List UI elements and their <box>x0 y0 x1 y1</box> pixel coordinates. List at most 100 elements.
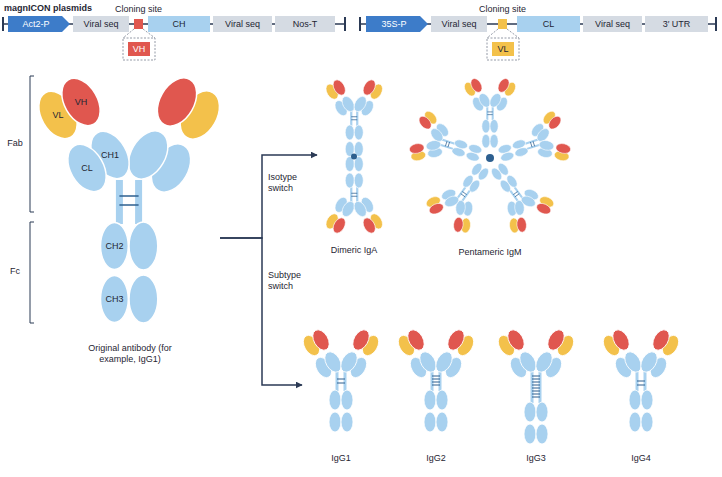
node-label: CH1 <box>101 150 119 161</box>
igg4-art-part <box>600 327 682 381</box>
caption: Original antibody (for example, IgG1) <box>78 343 182 365</box>
igg4-art-part <box>637 385 645 386</box>
antibody-group: IgG2 <box>398 322 474 464</box>
cloning-site-part <box>487 38 519 60</box>
antibody-domain: CH2 <box>100 222 129 270</box>
cloning-site-part <box>123 38 155 60</box>
igg3-art <box>495 327 577 444</box>
node-label: 3′ UTR <box>663 19 691 30</box>
antibody-domain: VH <box>64 76 98 128</box>
caption: IgG2 <box>398 453 474 464</box>
viral-sequence: Viral seq <box>583 16 642 32</box>
caption: IgG1 <box>303 453 379 464</box>
original-antibody-art-part <box>119 195 138 197</box>
antibody-domain: CH3 <box>100 275 129 323</box>
callout-label: Cloning site <box>479 4 526 15</box>
viral-sequence: Viral seq <box>431 16 487 32</box>
original-antibody-art-part <box>135 180 142 224</box>
node-label: Nos-T <box>293 19 318 30</box>
igg2-art-part <box>432 382 440 383</box>
antibody-group: IgG3 <box>498 322 574 464</box>
switch-arrow <box>220 155 317 238</box>
igg3-art-part <box>532 376 540 377</box>
igg2-art-part <box>431 370 434 391</box>
node-label: CL <box>81 163 93 174</box>
igg3-art-part <box>532 394 540 395</box>
igg3-art-part <box>531 370 534 403</box>
igg3-art-part <box>532 391 540 392</box>
viral-sequence: Viral seq <box>213 16 272 32</box>
original-antibody-art-part <box>120 124 175 186</box>
cloning-site-part <box>498 19 507 29</box>
original-antibody-art-part <box>149 71 204 133</box>
igm-pentamer-art-part <box>473 150 560 241</box>
callout-label: Cloning site <box>115 4 162 15</box>
switch-arrow <box>220 238 302 385</box>
igg3-art-part <box>532 388 540 389</box>
plasmid-backbone <box>3 17 716 31</box>
viral-sequence: Viral seq <box>73 16 129 32</box>
caption: Pentameric IgM <box>430 247 550 258</box>
node-label: Viral seq <box>595 19 630 30</box>
caption: IgG3 <box>498 453 574 464</box>
igm-pentamer-art-part <box>404 106 489 181</box>
igg1-art-part <box>329 390 353 432</box>
igg1-art-part <box>300 327 382 381</box>
caption: IgG4 <box>603 453 679 464</box>
domain-ellipse <box>60 138 114 199</box>
igg2-art <box>395 327 477 432</box>
igg2-art-part <box>439 370 442 391</box>
original-antibody-art-part <box>116 180 123 224</box>
promoter-arrow: Act2-P <box>8 16 70 32</box>
node-label: Viral seq <box>442 19 477 30</box>
plasmid-backbone-part <box>344 17 346 31</box>
variable-insert: VH <box>128 42 150 56</box>
igm-pentamer-art-part <box>462 77 518 148</box>
constant-region-segment: CH <box>148 16 210 32</box>
igg3-art-part <box>532 397 540 398</box>
promoter-arrow-shape <box>366 16 428 32</box>
iga-dimer-art-part <box>323 157 385 236</box>
cloning-site-part <box>487 29 498 38</box>
igg3-art-part <box>532 382 540 383</box>
original-antibody-art-part <box>129 222 158 270</box>
node-label: CL <box>543 19 555 30</box>
edge-label: Subtype switch <box>267 270 311 292</box>
node-label: CH3 <box>106 294 124 305</box>
constant-region-segment: CL <box>517 16 580 32</box>
node-label: VL <box>52 110 63 121</box>
utr-segment: 3′ UTR <box>645 16 708 32</box>
iga-dimer-art-part <box>323 78 385 157</box>
domain-ellipse <box>101 223 129 270</box>
igg1-art-part <box>336 370 339 391</box>
igg3-art-part <box>532 385 540 386</box>
igg2-art-part <box>424 390 448 432</box>
antibody-group: IgG4 <box>603 322 679 464</box>
igg3-art-part <box>539 370 542 403</box>
igg2-art-part <box>395 327 477 381</box>
antibody-group: Original antibody (for example, IgG1) VLV… <box>40 70 220 365</box>
antibody-domain: CL <box>70 142 104 194</box>
igg3-art-part <box>495 327 577 381</box>
region-label: Fab <box>7 138 23 149</box>
plasmid-backbone-part <box>715 17 717 31</box>
original-antibody-art-part <box>119 204 138 206</box>
original-antibody-art <box>119 71 227 323</box>
igg2-art-part <box>432 376 440 377</box>
node-label: VL <box>497 44 508 55</box>
node-label: 35S-P <box>381 19 406 30</box>
igg1-art <box>300 327 382 432</box>
igg1-art-part <box>337 379 345 380</box>
igg1-art-part <box>344 370 347 391</box>
iga-dimer-art <box>323 78 385 236</box>
terminator-segment: Nos-T <box>275 16 335 32</box>
antibody-group: Dimeric IgA <box>318 78 390 256</box>
edge-label: Isotype switch <box>267 172 315 194</box>
antibody-group: Pentameric IgM <box>400 72 580 258</box>
node-label: Viral seq <box>225 19 260 30</box>
node-label: CH <box>173 19 186 30</box>
promoter-arrow-shape <box>8 16 70 32</box>
igg3-art-part <box>532 379 540 380</box>
igg4-art-part <box>629 390 653 432</box>
